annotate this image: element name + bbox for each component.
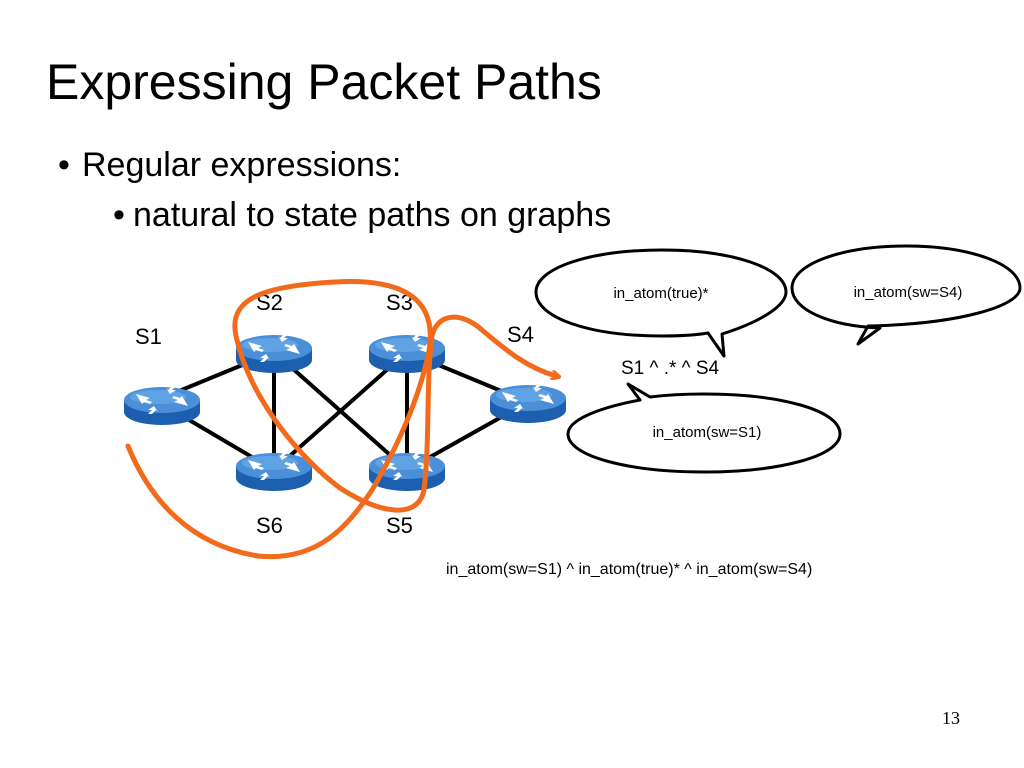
page-number: 13: [942, 708, 960, 728]
bullet-level-1: • Regular expressions:: [58, 143, 401, 187]
bullet-dot: •: [58, 146, 70, 184]
bullet-text: Regular expressions:: [82, 146, 402, 184]
bubble-true-star: [534, 248, 788, 358]
bullet-text: natural to state paths on graphs: [133, 196, 612, 234]
bubble-sw-s4-text: in_atom(sw=S4): [854, 284, 963, 301]
bullet-dot: •: [113, 196, 125, 234]
bubble-sw-s4: [790, 244, 1022, 346]
packet-path-curve: [125, 279, 556, 560]
switch-label-s4: S4: [507, 322, 534, 347]
router-s4-icon: [490, 384, 566, 423]
regex-expression: S1 ^ .* ^ S4: [621, 358, 720, 379]
path-formula: in_atom(sw=S1) ^ in_atom(true)* ^ in_ato…: [446, 561, 812, 578]
bubble-true-star-text: in_atom(true)*: [613, 285, 708, 302]
slide-title: Expressing Packet Paths: [46, 54, 602, 110]
router-s1-icon: [124, 386, 200, 425]
switch-label-s6: S6: [256, 513, 283, 538]
switch-label-s1: S1: [135, 324, 162, 349]
router-s6-icon: [236, 452, 312, 491]
bubble-sw-s1: [566, 382, 842, 474]
bullet-level-2: •natural to state paths on graphs: [113, 193, 611, 237]
switch-label-s5: S5: [386, 513, 413, 538]
bubble-sw-s1-text: in_atom(sw=S1): [653, 424, 762, 441]
network-links: [160, 350, 529, 472]
